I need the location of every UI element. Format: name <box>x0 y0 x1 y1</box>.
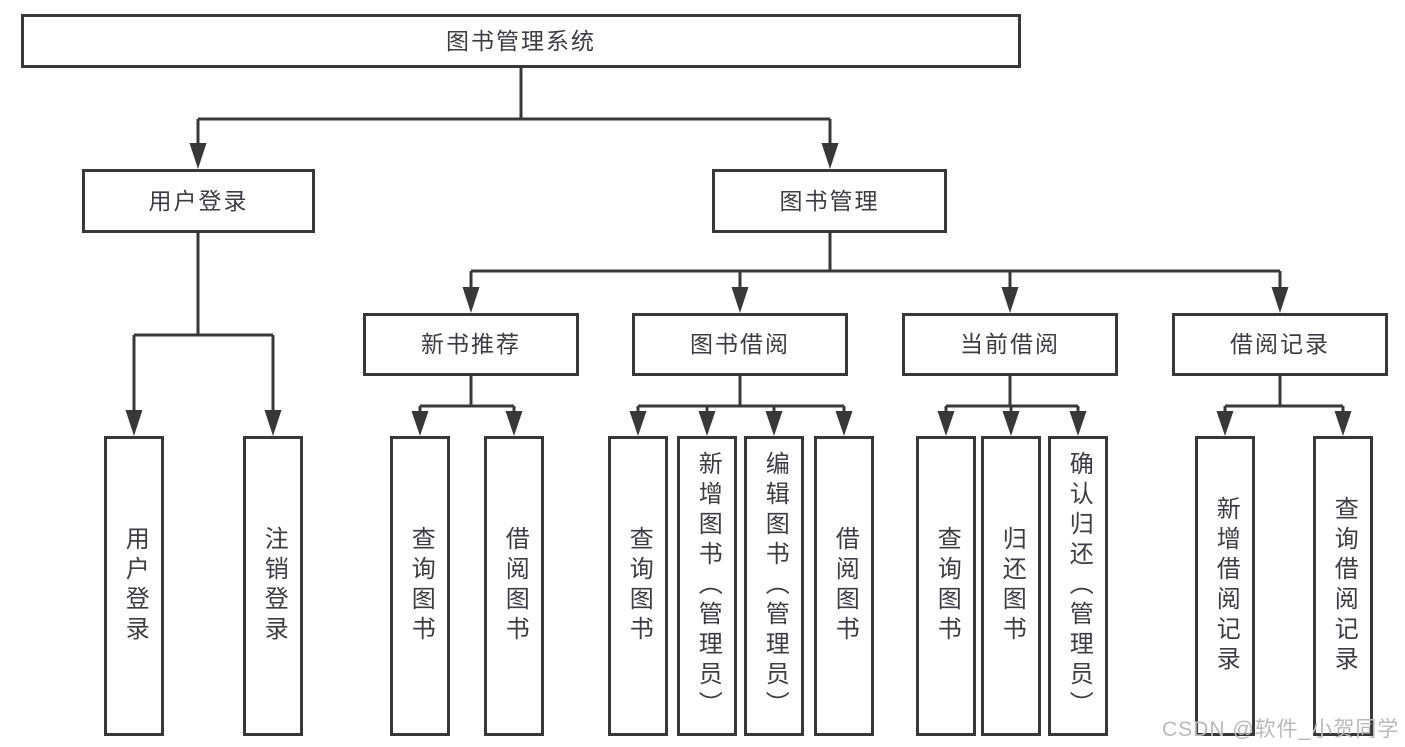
node-label: 归还图书 <box>998 526 1026 646</box>
leaf-user-login: 用户登录 <box>104 436 164 736</box>
arrow-head <box>411 411 429 436</box>
arrow-head <box>1069 411 1087 436</box>
connector-line <box>469 233 1282 290</box>
arrow-head <box>629 411 647 436</box>
leaf-return-books: 归还图书 <box>981 436 1041 736</box>
connector-line <box>418 376 516 414</box>
connector-borrow-children <box>629 376 853 436</box>
node-book-management: 图书管理 <box>712 169 947 233</box>
node-label: 借阅图书 <box>831 526 859 646</box>
arrow-head <box>835 411 853 436</box>
node-new-book-recommend: 新书推荐 <box>363 313 579 376</box>
node-user-login: 用户登录 <box>82 169 315 233</box>
csdn-watermark: CSDN @软件_小贺同学 <box>1162 718 1400 741</box>
node-label: 用户登录 <box>148 187 249 214</box>
node-label: 借阅记录 <box>1230 331 1330 357</box>
arrow-head <box>821 143 839 169</box>
leaf-query-books-2: 查询图书 <box>608 436 668 736</box>
node-label: 查询图书 <box>407 526 435 646</box>
arrow-head <box>125 410 143 436</box>
leaf-confirm-return-admin: 确认归还（管理员） <box>1048 436 1108 736</box>
node-label: 查询借阅记录 <box>1330 496 1358 676</box>
node-label: 图书管理系统 <box>446 27 596 54</box>
leaf-add-borrow-record: 新增借阅记录 <box>1195 436 1255 736</box>
node-label: 新书推荐 <box>421 331 521 357</box>
node-label: 用户登录 <box>121 526 149 646</box>
connector-line <box>636 376 846 414</box>
node-current-borrow: 当前借阅 <box>902 313 1118 376</box>
leaf-logout: 注销登录 <box>243 436 303 736</box>
node-label: 当前借阅 <box>960 331 1060 357</box>
connector-management-to-level3 <box>462 233 1289 313</box>
connector-root-to-level2 <box>189 68 839 169</box>
arrow-head <box>937 411 955 436</box>
leaf-edit-books-admin: 编辑图书（管理员） <box>744 436 804 736</box>
node-label: 借阅图书 <box>501 526 529 646</box>
leaf-query-borrow-record: 查询借阅记录 <box>1313 436 1373 736</box>
node-label: 查询图书 <box>933 526 961 646</box>
connector-line <box>196 68 832 146</box>
node-label: 新增图书（管理员） <box>694 451 722 721</box>
arrow-head <box>189 143 207 169</box>
connector-newbook-children <box>411 376 523 436</box>
node-label: 查询图书 <box>625 526 653 646</box>
arrow-head <box>765 411 783 436</box>
connector-line <box>944 376 1080 414</box>
connector-login-children <box>125 233 282 436</box>
connector-line <box>1223 376 1345 414</box>
arrow-head <box>1334 411 1352 436</box>
arrow-head <box>1002 411 1020 436</box>
arrow-head <box>1216 411 1234 436</box>
node-root: 图书管理系统 <box>21 14 1021 68</box>
node-label: 图书借阅 <box>690 331 790 357</box>
node-label: 新增借阅记录 <box>1212 496 1240 676</box>
leaf-query-books-1: 查询图书 <box>390 436 450 736</box>
leaf-borrow-books-2: 借阅图书 <box>814 436 874 736</box>
connector-records-children <box>1216 376 1352 436</box>
leaf-borrow-books-1: 借阅图书 <box>484 436 544 736</box>
arrow-head <box>264 410 282 436</box>
connector-current-children <box>937 376 1087 436</box>
node-label: 图书管理 <box>779 187 880 214</box>
arrow-head <box>1271 287 1289 313</box>
arrow-head <box>698 411 716 436</box>
node-label: 注销登录 <box>260 526 288 646</box>
arrow-head <box>462 287 480 313</box>
arrow-head <box>505 411 523 436</box>
node-borrow-records: 借阅记录 <box>1172 313 1388 376</box>
arrow-head <box>731 287 749 313</box>
node-label: 编辑图书（管理员） <box>761 451 789 721</box>
node-book-borrow: 图书借阅 <box>632 313 848 376</box>
leaf-add-books-admin: 新增图书（管理员） <box>677 436 737 736</box>
connector-line <box>132 233 275 413</box>
node-label: 确认归还（管理员） <box>1065 451 1093 721</box>
leaf-query-books-3: 查询图书 <box>916 436 976 736</box>
arrow-head <box>1001 287 1019 313</box>
